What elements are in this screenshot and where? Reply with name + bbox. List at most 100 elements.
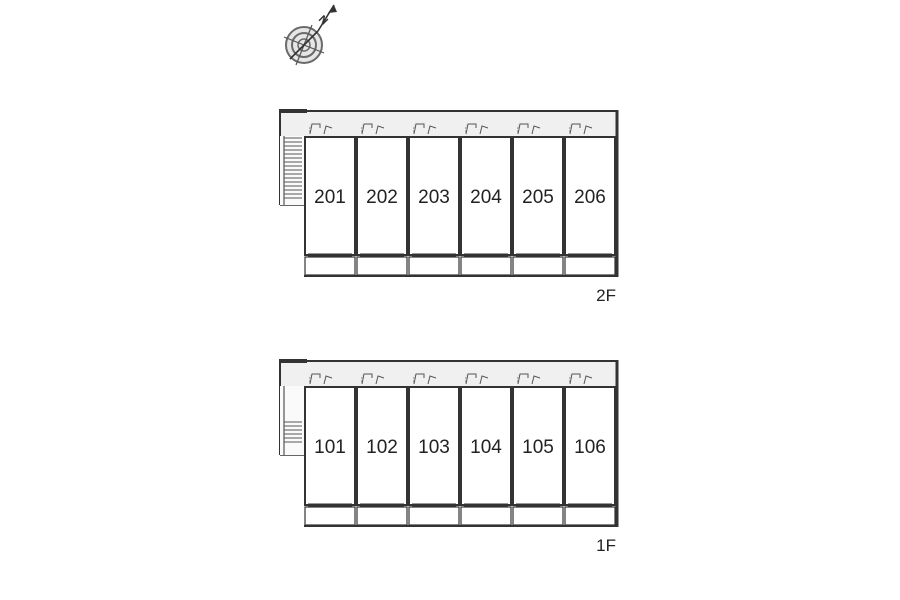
unit-room <box>512 386 564 506</box>
unit-204: 204 <box>460 123 512 276</box>
door-leaf <box>413 373 425 385</box>
door-arc <box>309 123 313 135</box>
unit-balcony <box>460 506 512 526</box>
unit-104: 104 <box>460 373 512 526</box>
unit-number: 202 <box>366 187 398 208</box>
unit-number: 203 <box>418 187 450 208</box>
door-swing-icon <box>309 123 333 135</box>
unit-number: 204 <box>470 187 502 208</box>
compass-north-arrow-icon: N <box>283 4 337 66</box>
corridor <box>280 110 618 136</box>
unit-203: 203 <box>408 123 460 276</box>
unit-balcony <box>512 256 564 276</box>
unit-103: 103 <box>408 373 460 526</box>
floor-label: 1F <box>596 536 616 555</box>
unit-number: 102 <box>366 437 398 458</box>
door-arc <box>309 373 313 385</box>
unit-101: 101 <box>304 373 356 526</box>
stair-landing-wall <box>279 109 307 113</box>
stair-landing-wall <box>279 359 307 363</box>
unit-number: 201 <box>314 187 346 208</box>
door-leaf <box>361 373 373 385</box>
unit-balcony <box>304 506 356 526</box>
door-swing-icon <box>465 123 489 135</box>
meter-box <box>479 375 489 385</box>
unit-105: 105 <box>512 373 564 526</box>
unit-balcony <box>356 506 408 526</box>
unit-balcony <box>408 256 460 276</box>
floor-1: 101 102 103 104 105 106 1F <box>279 359 619 555</box>
meter-box <box>427 375 437 385</box>
door-arc <box>517 123 521 135</box>
unit-number: 106 <box>574 437 606 458</box>
unit-room <box>564 386 616 506</box>
unit-number: 105 <box>522 437 554 458</box>
door-swing-icon <box>361 123 385 135</box>
door-swing-icon <box>413 373 437 385</box>
unit-room <box>460 386 512 506</box>
door-leaf <box>569 123 581 135</box>
door-leaf <box>517 373 529 385</box>
staircase <box>279 112 304 206</box>
unit-room <box>512 136 564 256</box>
unit-106: 106 <box>564 373 616 526</box>
door-leaf <box>309 123 321 135</box>
meter-box <box>479 125 489 135</box>
unit-balcony <box>356 256 408 276</box>
door-arc <box>361 123 365 135</box>
unit-201: 201 <box>304 123 356 276</box>
meter-box <box>375 375 385 385</box>
door-swing-icon <box>309 373 333 385</box>
staircase <box>279 362 304 456</box>
meter-box <box>323 375 333 385</box>
meter-box <box>427 125 437 135</box>
meter-box <box>375 125 385 135</box>
door-swing-icon <box>465 373 489 385</box>
unit-balcony <box>564 506 616 526</box>
door-leaf <box>361 123 373 135</box>
meter-box <box>323 125 333 135</box>
unit-balcony <box>408 506 460 526</box>
unit-205: 205 <box>512 123 564 276</box>
door-leaf <box>465 373 477 385</box>
door-swing-icon <box>569 123 593 135</box>
door-leaf <box>413 123 425 135</box>
unit-balcony <box>304 256 356 276</box>
unit-number: 205 <box>522 187 554 208</box>
unit-number: 104 <box>470 437 502 458</box>
door-leaf <box>517 123 529 135</box>
door-arc <box>465 123 469 135</box>
door-leaf <box>569 373 581 385</box>
unit-balcony <box>512 506 564 526</box>
door-leaf <box>309 373 321 385</box>
door-swing-icon <box>569 373 593 385</box>
door-arc <box>569 123 573 135</box>
door-arc <box>465 373 469 385</box>
unit-room <box>356 136 408 256</box>
meter-box <box>583 375 593 385</box>
door-swing-icon <box>361 373 385 385</box>
unit-number: 103 <box>418 437 450 458</box>
door-arc <box>569 373 573 385</box>
unit-102: 102 <box>356 373 408 526</box>
meter-box <box>531 375 541 385</box>
unit-number: 101 <box>314 437 346 458</box>
unit-room <box>304 386 356 506</box>
unit-room <box>408 136 460 256</box>
unit-balcony <box>460 256 512 276</box>
door-leaf <box>465 123 477 135</box>
unit-balcony <box>564 256 616 276</box>
unit-room <box>564 136 616 256</box>
unit-202: 202 <box>356 123 408 276</box>
door-arc <box>413 373 417 385</box>
door-arc <box>413 123 417 135</box>
door-swing-icon <box>517 373 541 385</box>
unit-number: 206 <box>574 187 606 208</box>
corridor <box>280 360 618 386</box>
unit-room <box>408 386 460 506</box>
door-swing-icon <box>413 123 437 135</box>
door-swing-icon <box>517 123 541 135</box>
door-arc <box>517 373 521 385</box>
